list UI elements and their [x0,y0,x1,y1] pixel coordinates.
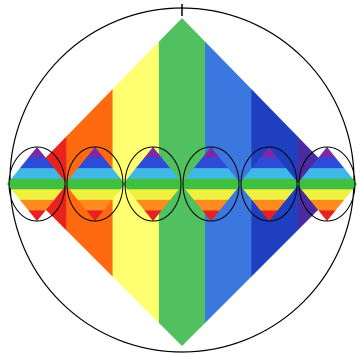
small-diamond-band [63,179,127,190]
small-diamond-band [237,179,301,190]
small-diamond-band [179,179,243,190]
small-diamond-band [295,179,359,190]
small-diamond-band [121,179,185,190]
small-diamond-band [5,179,69,190]
